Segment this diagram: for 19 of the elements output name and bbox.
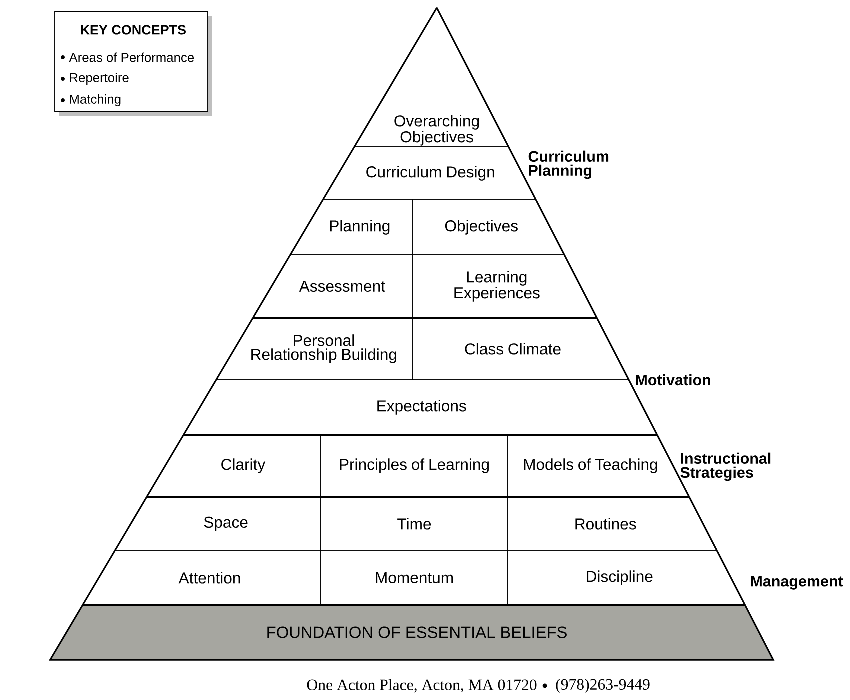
footer-text: One Acton Place, Acton, MA 01720	[307, 679, 537, 693]
bullet-item: Matching	[61, 94, 121, 106]
pyramid-cell: Clarity	[146, 434, 322, 498]
section-label: Management	[751, 576, 844, 590]
pyramid-cell: Class Climate	[412, 318, 630, 380]
pyramid-cell: Routines	[508, 496, 718, 552]
pyramid-cell: Personal Relationship Building	[216, 318, 414, 380]
pyramid-cell: Momentum	[320, 550, 508, 606]
bullet-item: Repertoire	[61, 73, 129, 85]
pyramid-cell: Principles of Learning	[320, 434, 508, 498]
pyramid-cell: Attention	[82, 550, 322, 606]
pyramid-cell: Discipline	[508, 550, 746, 606]
bullet-item: Areas of Performance	[61, 52, 194, 62]
pyramid-cell: Planning	[290, 200, 414, 256]
footer-text: (978)263-9449	[556, 678, 650, 694]
pyramid-cell: Objectives	[412, 200, 566, 256]
pyramid-cell: Time	[320, 496, 508, 552]
pyramid-cell: Space	[114, 496, 322, 552]
pyramid-cell: Learning Experiences	[412, 254, 598, 318]
